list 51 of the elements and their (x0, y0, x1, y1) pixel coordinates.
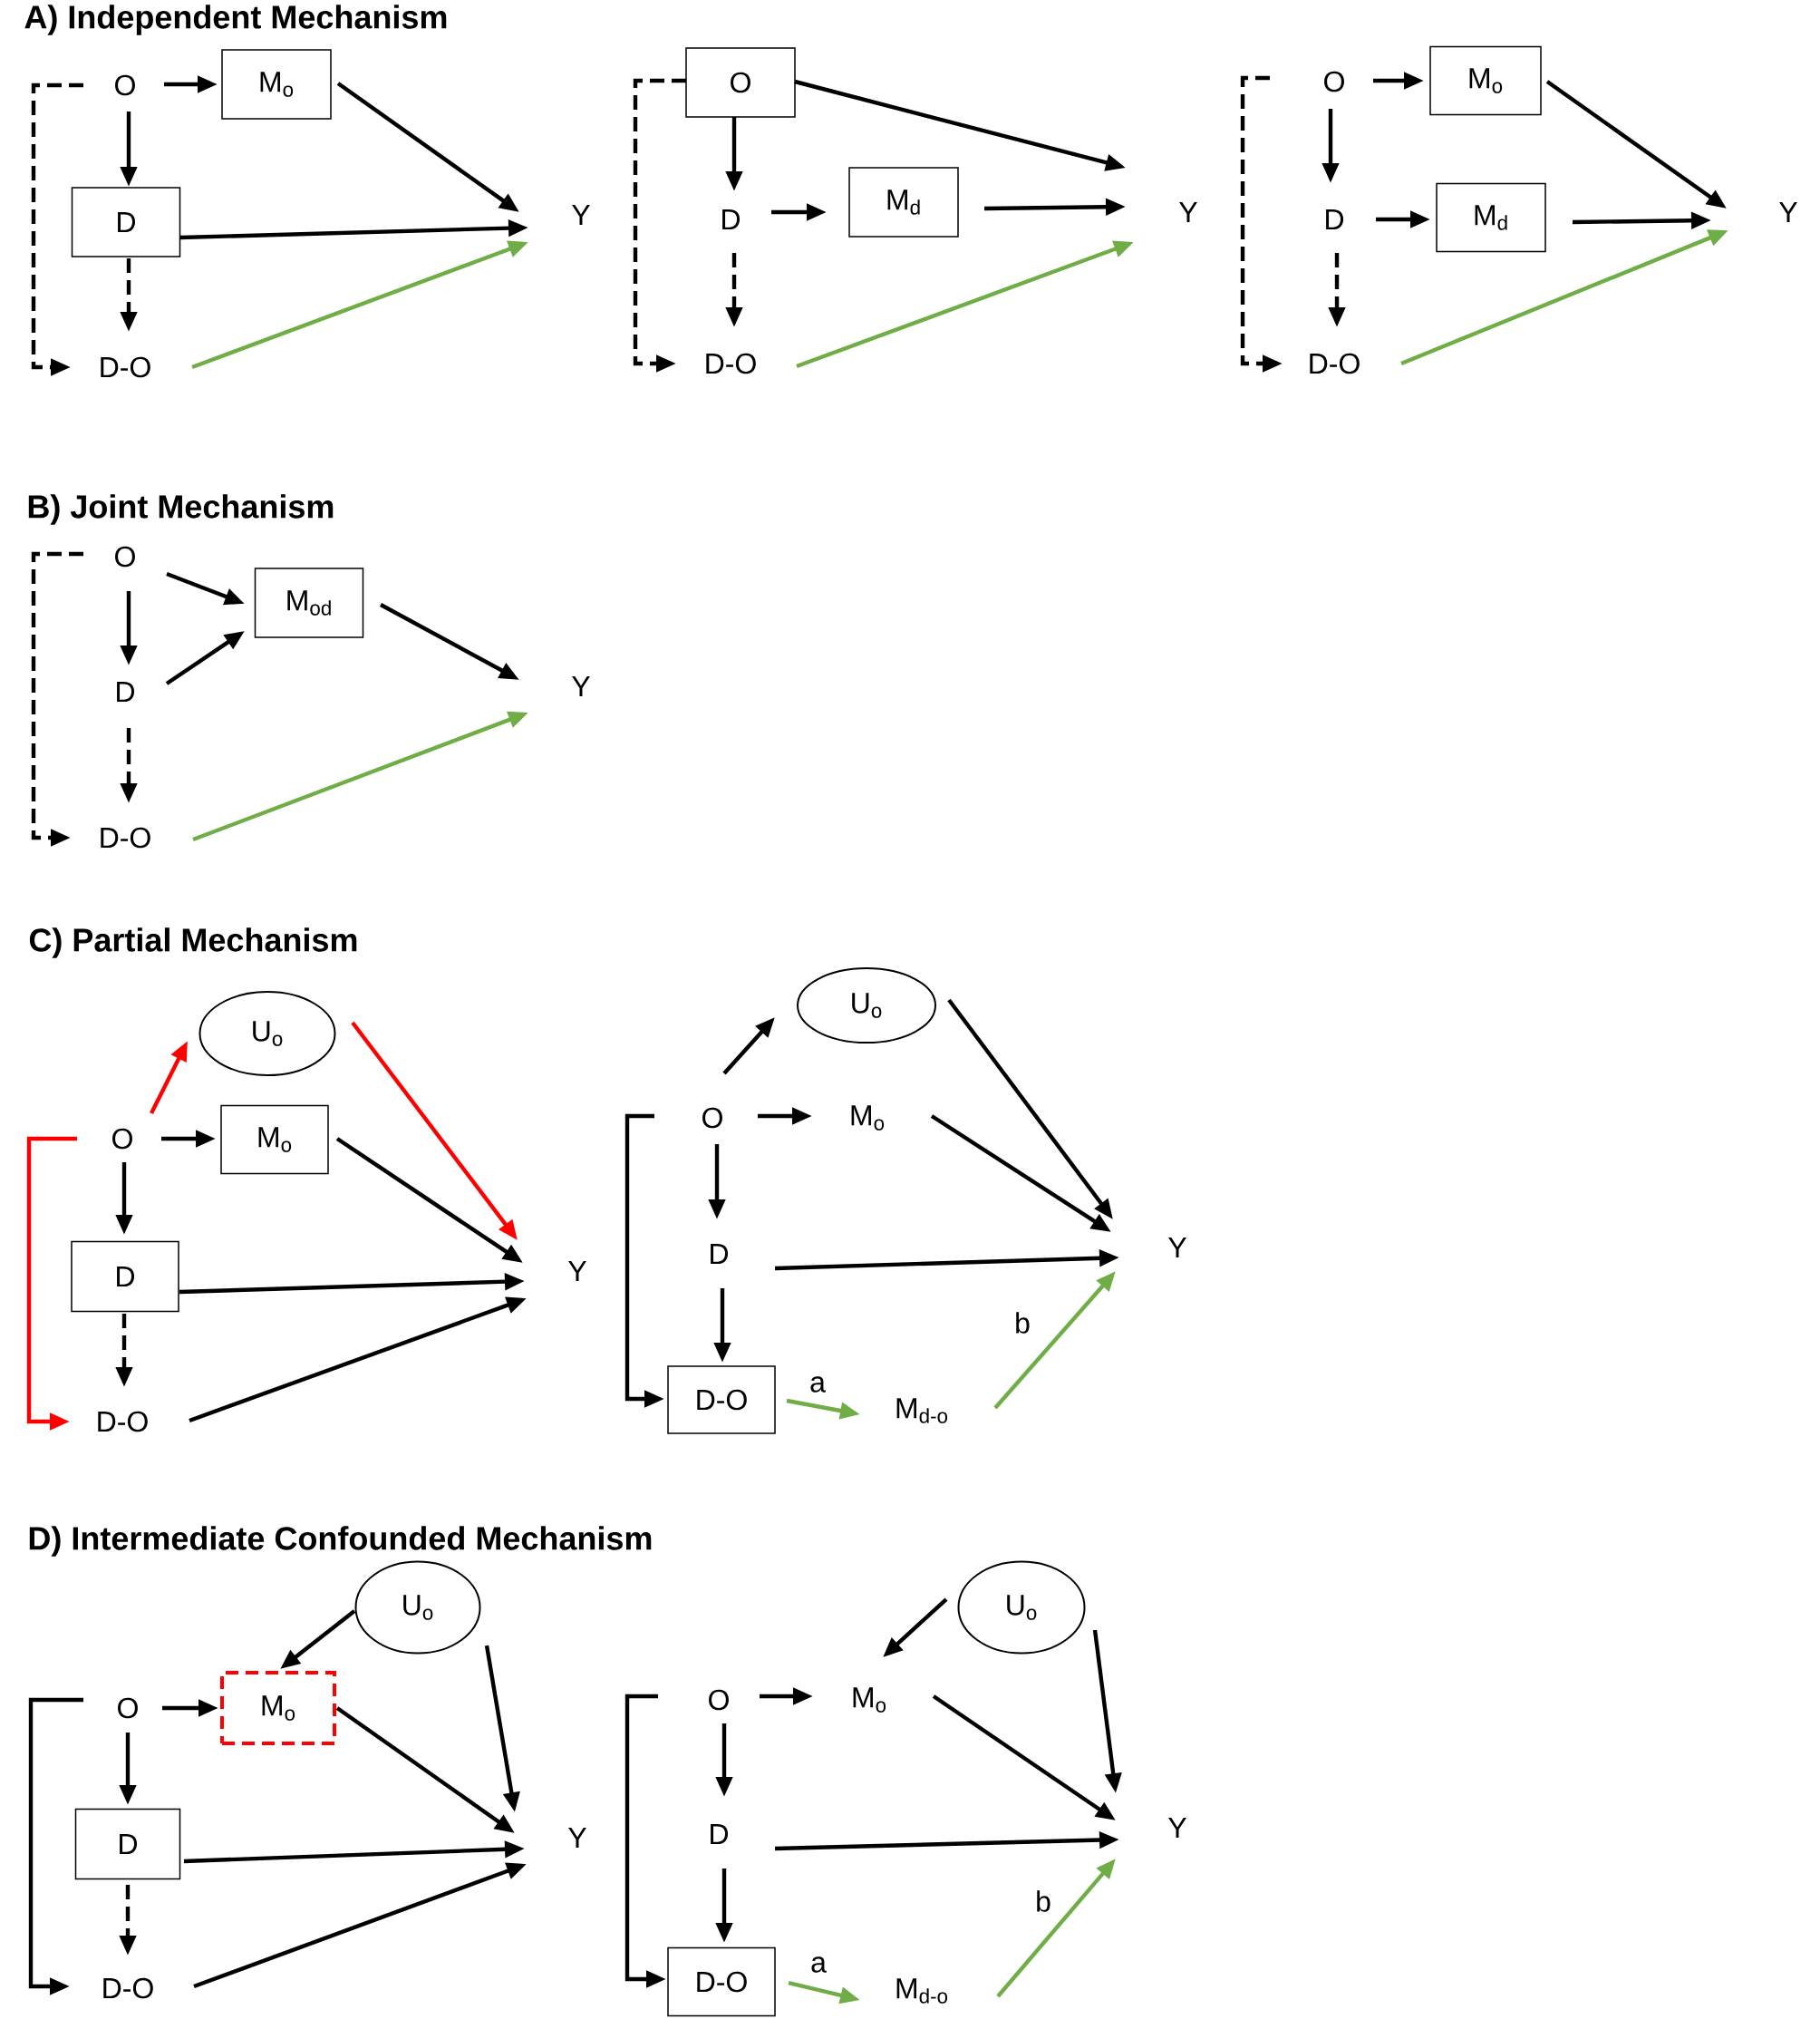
variable-label: M$_{o}$ (853, 1687, 886, 1713)
variable-label: M$_{d-o}$ (896, 1978, 948, 2004)
variable-label: O (118, 1697, 138, 1719)
variable-box: M$_{o}$ (220, 1104, 329, 1175)
edge-label: a (808, 1955, 828, 1975)
variable-label: Y (572, 676, 590, 696)
panel-heading: C) Partial Mechanism (29, 927, 357, 958)
variable-label: M$_{o}$ (851, 1105, 885, 1131)
variable-box: M$_{o}$ (221, 49, 332, 120)
variable-label: D (711, 1244, 729, 1265)
panel-heading: B) Joint Mechanism (28, 494, 334, 525)
variable-label: O (112, 1128, 132, 1150)
edge-label: b (1012, 1310, 1032, 1335)
variable-label: D-O (706, 353, 756, 374)
variable-box: D (71, 187, 181, 257)
panel-heading: D) Intermediate Confounded Mechanism (29, 1526, 652, 1557)
variable-box: O (685, 47, 796, 118)
variable-box: M$_{od}$ (254, 568, 364, 638)
variable-label: D-O (101, 356, 150, 378)
variable-box: M$_{d}$ (1436, 182, 1546, 253)
edge-label: a (808, 1374, 828, 1394)
variable-label: M$_{d-o}$ (896, 1398, 948, 1423)
variable-box: M$_{o}$ (1429, 45, 1542, 116)
variable-label: O (702, 1107, 722, 1129)
variable-label: Y (568, 1261, 586, 1281)
variable-box: D-O (667, 1946, 776, 2017)
variable-label: D-O (98, 1411, 148, 1432)
variable-label: O (709, 1689, 729, 1711)
variable-label: Y (1179, 202, 1197, 222)
variable-label: Y (1779, 202, 1797, 222)
dashed-variable-box: M$_{o}$ (220, 1671, 336, 1746)
edge-label: b (1033, 1888, 1053, 1914)
variable-label: Y (568, 1828, 586, 1849)
variable-label: O (115, 74, 135, 96)
variable-label: D (722, 209, 741, 229)
variable-label: D (711, 1824, 729, 1845)
variable-box: D (71, 1240, 179, 1313)
variable-label: Y (1168, 1238, 1186, 1258)
variable-label: O (115, 546, 135, 568)
variable-label: Y (572, 205, 590, 225)
variable-label: O (1324, 71, 1344, 92)
variable-box: D-O (667, 1365, 776, 1434)
variable-box: M$_{d}$ (848, 167, 959, 238)
panel-heading: A) Independent Mechanism (24, 5, 447, 35)
variable-label: D-O (101, 827, 150, 849)
variable-label: Y (1168, 1818, 1186, 1839)
variable-label: D-O (1310, 353, 1360, 374)
variable-label: D (117, 682, 135, 702)
variable-label: D (1326, 209, 1344, 229)
variable-label: D-O (103, 1977, 153, 1999)
variable-box: D (74, 1808, 181, 1880)
